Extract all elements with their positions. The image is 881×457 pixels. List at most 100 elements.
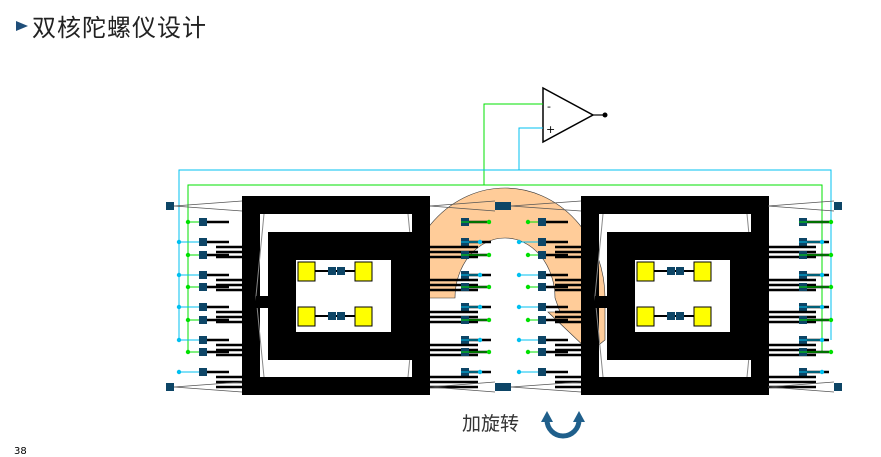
tether bbox=[767, 200, 835, 207]
wire-node bbox=[516, 369, 522, 375]
wire-node bbox=[185, 284, 191, 290]
wire-node bbox=[516, 304, 522, 310]
tether bbox=[510, 381, 582, 388]
wire-node bbox=[525, 284, 531, 290]
wire-node bbox=[477, 337, 483, 343]
inner-sense-frame bbox=[607, 232, 758, 360]
link-pad bbox=[676, 267, 684, 275]
wire-node bbox=[477, 369, 483, 375]
tether bbox=[173, 200, 243, 207]
comb-pad bbox=[199, 336, 207, 344]
proof-mass bbox=[693, 306, 712, 327]
wire-node bbox=[525, 252, 531, 258]
wire-node bbox=[819, 369, 825, 375]
comb-pad bbox=[199, 283, 207, 291]
proof-mass bbox=[636, 306, 655, 327]
wire-node bbox=[516, 337, 522, 343]
anchor-pad bbox=[503, 202, 511, 210]
link-pad bbox=[667, 312, 675, 320]
wire-node bbox=[185, 349, 191, 355]
tether bbox=[429, 200, 496, 207]
comb-pad bbox=[199, 316, 207, 324]
comb-pad bbox=[538, 218, 546, 226]
wire-node bbox=[477, 272, 483, 278]
anchor-pad bbox=[495, 202, 503, 210]
rotation-label-group: 加旋转 bbox=[462, 409, 519, 436]
link-pad bbox=[676, 312, 684, 320]
proof-mass bbox=[354, 306, 373, 327]
link-pad bbox=[328, 312, 336, 320]
comb-pad bbox=[538, 316, 546, 324]
link-pad bbox=[667, 267, 675, 275]
anchor-pad bbox=[834, 202, 842, 210]
anchor-beam bbox=[743, 286, 759, 298]
comb-pad bbox=[199, 238, 207, 246]
wire-node bbox=[185, 252, 191, 258]
wire-node bbox=[477, 239, 483, 245]
wire-node bbox=[828, 317, 834, 323]
comb-pad bbox=[199, 348, 207, 356]
comb-pad bbox=[199, 303, 207, 311]
proof-mass bbox=[693, 261, 712, 282]
rotation-label: 加旋转 bbox=[462, 413, 520, 435]
wire-node bbox=[176, 337, 182, 343]
opamp-minus-wire bbox=[483, 103, 543, 185]
wire-node bbox=[176, 304, 182, 310]
wire-node bbox=[486, 284, 492, 290]
opamp-output-terminal bbox=[602, 112, 608, 118]
bullet-icon bbox=[16, 20, 28, 31]
proof-mass bbox=[636, 261, 655, 282]
comb-pad bbox=[199, 218, 207, 226]
tether bbox=[767, 205, 835, 212]
anchor-beam bbox=[256, 296, 282, 308]
tether bbox=[173, 386, 243, 393]
wire-node bbox=[828, 349, 834, 355]
wire-node bbox=[516, 239, 522, 245]
wire-node bbox=[828, 252, 834, 258]
rotation-direction-arrow bbox=[404, 187, 606, 353]
tether bbox=[510, 200, 582, 207]
wire-node bbox=[819, 337, 825, 343]
wire-node bbox=[828, 284, 834, 290]
proof-mass bbox=[297, 306, 316, 327]
tether bbox=[173, 381, 243, 388]
anchor-pad bbox=[503, 383, 511, 391]
tether bbox=[767, 381, 835, 388]
inner-sense-frame bbox=[268, 232, 419, 360]
anchor-pad bbox=[834, 383, 842, 391]
link-pad bbox=[328, 267, 336, 275]
tether bbox=[429, 381, 496, 388]
tether bbox=[173, 205, 243, 212]
anchor-beam bbox=[595, 296, 621, 308]
comb-pad bbox=[199, 368, 207, 376]
comb-pad bbox=[538, 251, 546, 259]
comb-pad bbox=[538, 238, 546, 246]
wire-node bbox=[477, 304, 483, 310]
comb-pad bbox=[538, 368, 546, 376]
wire-node bbox=[828, 219, 834, 225]
outer-drive-frame bbox=[242, 196, 430, 395]
slide-title: 双核陀螺仪设计 bbox=[16, 8, 207, 43]
green-sense-bus bbox=[187, 184, 823, 352]
comb-pad bbox=[538, 336, 546, 344]
opamp-plus-label: + bbox=[546, 123, 555, 136]
op-amp: - + bbox=[483, 86, 608, 185]
comb-pad bbox=[538, 271, 546, 279]
wire-node bbox=[819, 272, 825, 278]
wire-node bbox=[176, 272, 182, 278]
wire-node bbox=[525, 349, 531, 355]
wire-node bbox=[185, 317, 191, 323]
tether bbox=[767, 386, 835, 393]
opamp-minus-label: - bbox=[547, 100, 551, 113]
wire-node bbox=[819, 304, 825, 310]
wire-node bbox=[486, 252, 492, 258]
wire-node bbox=[486, 219, 492, 225]
anchor-pad bbox=[166, 383, 174, 391]
wire-node bbox=[486, 349, 492, 355]
proof-mass bbox=[354, 261, 373, 282]
anchor-beam bbox=[404, 286, 420, 298]
wire-node bbox=[516, 272, 522, 278]
wire-node bbox=[176, 239, 182, 245]
tether bbox=[510, 386, 582, 393]
proof-mass bbox=[297, 261, 316, 282]
